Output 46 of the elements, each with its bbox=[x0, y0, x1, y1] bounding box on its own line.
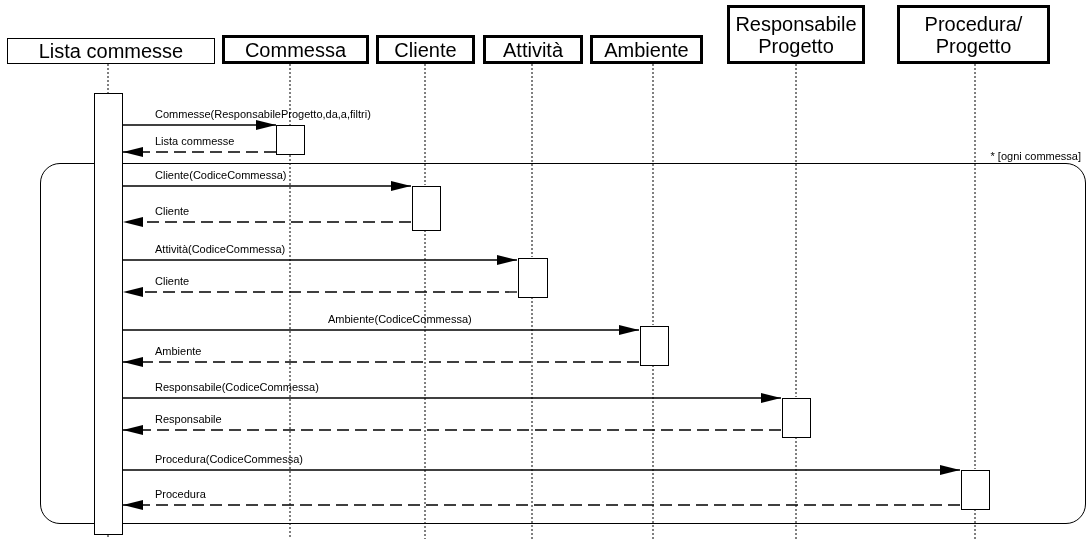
message-arrow bbox=[122, 325, 640, 335]
message-label: Lista commesse bbox=[155, 135, 235, 147]
message-label: Ambiente bbox=[155, 345, 202, 357]
lifeline-header: Procedura/ Progetto bbox=[897, 5, 1050, 64]
return-message-arrow bbox=[122, 425, 782, 435]
return-message-arrow bbox=[122, 357, 640, 367]
lifeline bbox=[289, 63, 291, 126]
return-message-arrow bbox=[122, 287, 518, 297]
message-label: Responsabile bbox=[155, 413, 222, 425]
activation-bar bbox=[782, 398, 811, 438]
message-label: Cliente bbox=[155, 275, 190, 287]
lifeline bbox=[652, 63, 654, 326]
activation-bar bbox=[276, 125, 305, 155]
activation-bar bbox=[518, 258, 548, 298]
lifeline-header: Cliente bbox=[376, 35, 475, 64]
return-message-arrow bbox=[122, 217, 412, 227]
lifeline bbox=[107, 63, 109, 94]
lifeline-header: Lista commesse bbox=[7, 38, 215, 64]
message-label: Procedura bbox=[155, 488, 206, 500]
lifeline-header: Ambiente bbox=[590, 35, 703, 64]
message-label: Cliente(CodiceCommessa) bbox=[155, 169, 287, 181]
return-message-arrow bbox=[122, 500, 961, 510]
message-arrow bbox=[122, 465, 961, 475]
activation-bar bbox=[412, 186, 441, 231]
loop-condition: * [ogni commessa] bbox=[990, 150, 1081, 162]
lifeline bbox=[795, 63, 797, 398]
message-arrow bbox=[122, 255, 518, 265]
activation-bar bbox=[961, 470, 990, 510]
message-arrow bbox=[122, 181, 412, 191]
message-label: Responsabile(CodiceCommessa) bbox=[155, 381, 319, 393]
return-message-arrow bbox=[122, 147, 277, 157]
lifeline-header: Responsabile Progetto bbox=[727, 5, 865, 64]
message-arrow bbox=[122, 120, 277, 130]
message-label: Commesse(ResponsabileProgetto,da,a,filtri) bbox=[155, 108, 371, 120]
lifeline-header: Commessa bbox=[222, 35, 369, 64]
message-label: Cliente bbox=[155, 205, 190, 217]
message-label: Procedura(CodiceCommessa) bbox=[155, 453, 303, 465]
lifeline bbox=[424, 63, 426, 186]
activation-bar bbox=[94, 93, 123, 535]
message-label: Ambiente(CodiceCommessa) bbox=[328, 313, 472, 325]
activation-bar bbox=[640, 326, 669, 366]
lifeline bbox=[974, 63, 976, 470]
lifeline-header: Attività bbox=[483, 35, 583, 64]
message-arrow bbox=[122, 393, 782, 403]
lifeline bbox=[531, 63, 533, 258]
message-label: Attività(CodiceCommessa) bbox=[155, 243, 286, 255]
